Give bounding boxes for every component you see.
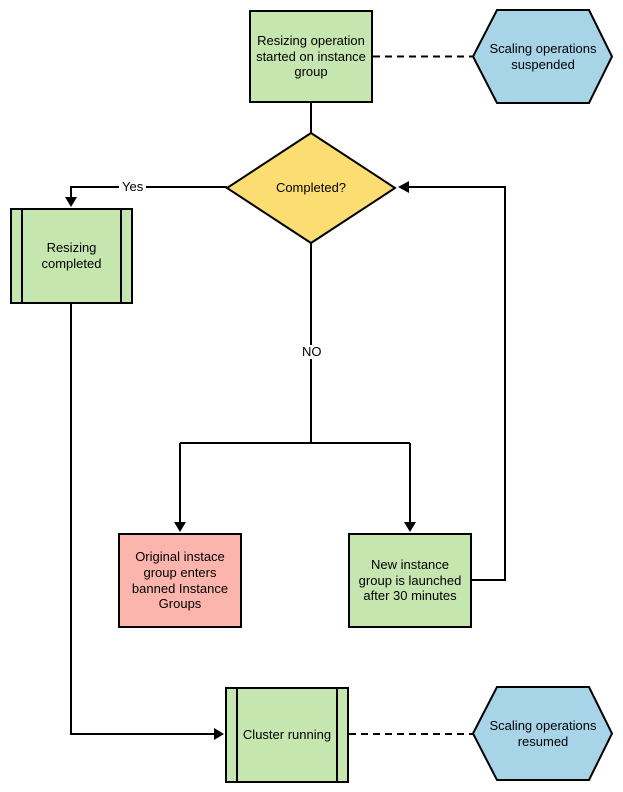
- connector-decision-yes: [70, 186, 227, 199]
- predefined-process-bar: [120, 210, 122, 302]
- node-resizing-completed-label: Resizing completed: [41, 240, 102, 271]
- node-new-instance-group-label: New instance group is launched after 30 …: [358, 556, 462, 604]
- node-scaling-resumed-label: Scaling operations resumed: [489, 717, 597, 749]
- hexagon-suspended-shape: [471, 9, 614, 104]
- node-scaling-resumed: Scaling operations resumed: [478, 689, 608, 778]
- node-resizing-started-label: Resizing operation started on instance g…: [256, 32, 366, 80]
- arrowhead-loop-to-decision: [398, 181, 409, 193]
- node-new-instance-group: New instance group is launched after 30 …: [348, 533, 472, 628]
- predefined-process-bar: [336, 689, 338, 781]
- node-decision-completed-label: Completed?: [275, 180, 347, 196]
- node-cluster-running-label: Cluster running: [242, 727, 332, 743]
- decision-diamond-shape: [225, 131, 397, 245]
- node-banned-instance-group-label: Original instace group enters banned Ins…: [131, 548, 229, 612]
- node-scaling-suspended: Scaling operations suspended: [478, 12, 608, 101]
- node-decision-completed: Completed?: [251, 160, 371, 216]
- node-scaling-suspended-label: Scaling operations suspended: [489, 40, 597, 72]
- edge-label-no: NO: [299, 344, 325, 360]
- node-cluster-running: Cluster running: [225, 687, 349, 783]
- arrowhead-yes: [65, 197, 77, 207]
- node-banned-instance-group: Original instace group enters banned Ins…: [118, 533, 242, 628]
- predefined-process-bar: [236, 689, 238, 781]
- connector-decision-no: [179, 243, 411, 524]
- node-resizing-completed: Resizing completed: [10, 208, 133, 304]
- edge-label-yes: Yes: [119, 179, 147, 195]
- connector-newinstance-loop: [408, 186, 506, 581]
- connector-resizing-to-cluster: [70, 303, 215, 735]
- arrowhead-to-cluster: [214, 728, 224, 740]
- arrowhead-no-left: [174, 522, 186, 532]
- predefined-process-bar: [21, 210, 23, 302]
- hexagon-resumed-shape: [471, 686, 614, 781]
- arrowhead-no-right: [404, 522, 416, 532]
- node-resizing-started: Resizing operation started on instance g…: [249, 10, 373, 103]
